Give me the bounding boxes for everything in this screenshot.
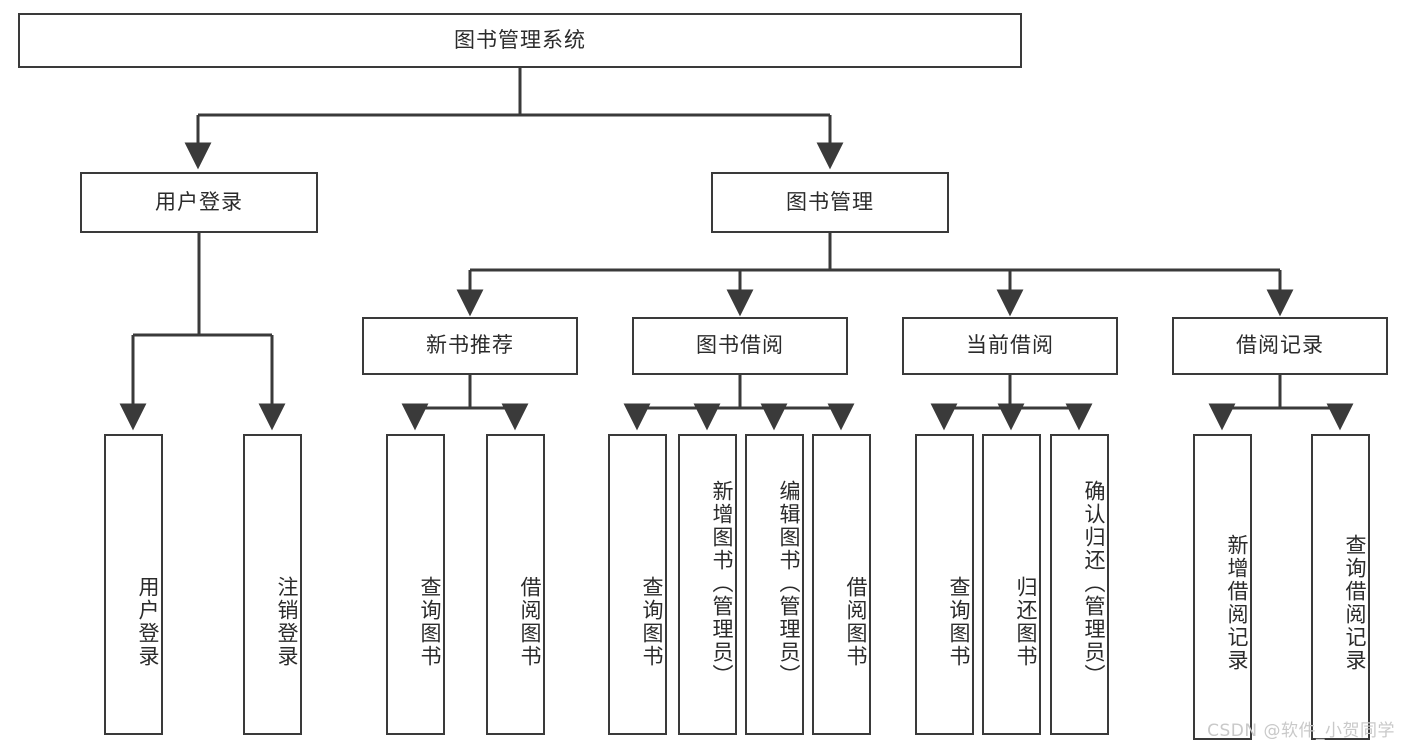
node-label: 图书管理系统 — [454, 27, 586, 52]
leaf-user-login-logout[interactable]: 注销登录 — [243, 434, 302, 735]
leaf-record-add-record[interactable]: 新增借阅记录 — [1193, 434, 1252, 740]
node-label: 借阅图书 — [844, 575, 868, 668]
node-label: 新书推荐 — [426, 333, 514, 358]
node-label: 图书管理 — [786, 189, 874, 214]
leaf-current-confirm-return-admin[interactable]: 确认归还（管理员） — [1050, 434, 1109, 735]
node-label: 查询借阅记录 — [1343, 534, 1367, 672]
leaf-current-return-book[interactable]: 归还图书 — [982, 434, 1041, 735]
node-label: 借阅图书 — [518, 575, 542, 668]
node-book-borrow[interactable]: 图书借阅 — [632, 317, 848, 375]
node-label: 注销登录 — [275, 575, 299, 668]
node-label: 查询图书 — [947, 575, 971, 668]
node-root-system[interactable]: 图书管理系统 — [18, 13, 1022, 68]
node-user-login[interactable]: 用户登录 — [80, 172, 318, 233]
node-book-manage[interactable]: 图书管理 — [711, 172, 949, 233]
leaf-borrow-borrow-book[interactable]: 借阅图书 — [812, 434, 871, 735]
leaf-record-query-record[interactable]: 查询借阅记录 — [1311, 434, 1370, 740]
leaf-new-book-query[interactable]: 查询图书 — [386, 434, 445, 735]
node-label: 查询图书 — [418, 575, 442, 668]
node-label: 当前借阅 — [966, 333, 1054, 358]
node-label: 确认归还（管理员） — [1082, 480, 1106, 687]
leaf-user-login-login[interactable]: 用户登录 — [104, 434, 163, 735]
leaf-borrow-add-book-admin[interactable]: 新增图书（管理员） — [678, 434, 737, 735]
leaf-current-query-book[interactable]: 查询图书 — [915, 434, 974, 735]
node-label: 图书借阅 — [696, 333, 784, 358]
leaf-borrow-edit-book-admin[interactable]: 编辑图书（管理员） — [745, 434, 804, 735]
node-label: 用户登录 — [155, 189, 243, 214]
leaf-new-book-borrow[interactable]: 借阅图书 — [486, 434, 545, 735]
leaf-borrow-query-book[interactable]: 查询图书 — [608, 434, 667, 735]
node-label: 查询图书 — [640, 575, 664, 668]
node-label: 用户登录 — [136, 575, 160, 668]
node-label: 编辑图书（管理员） — [777, 480, 801, 687]
node-label: 归还图书 — [1014, 575, 1038, 668]
node-label: 新增图书（管理员） — [710, 480, 734, 687]
node-label: 新增借阅记录 — [1225, 534, 1249, 672]
node-borrow-record[interactable]: 借阅记录 — [1172, 317, 1388, 375]
node-label: 借阅记录 — [1236, 333, 1324, 358]
node-new-book-recommend[interactable]: 新书推荐 — [362, 317, 578, 375]
node-current-borrow[interactable]: 当前借阅 — [902, 317, 1118, 375]
